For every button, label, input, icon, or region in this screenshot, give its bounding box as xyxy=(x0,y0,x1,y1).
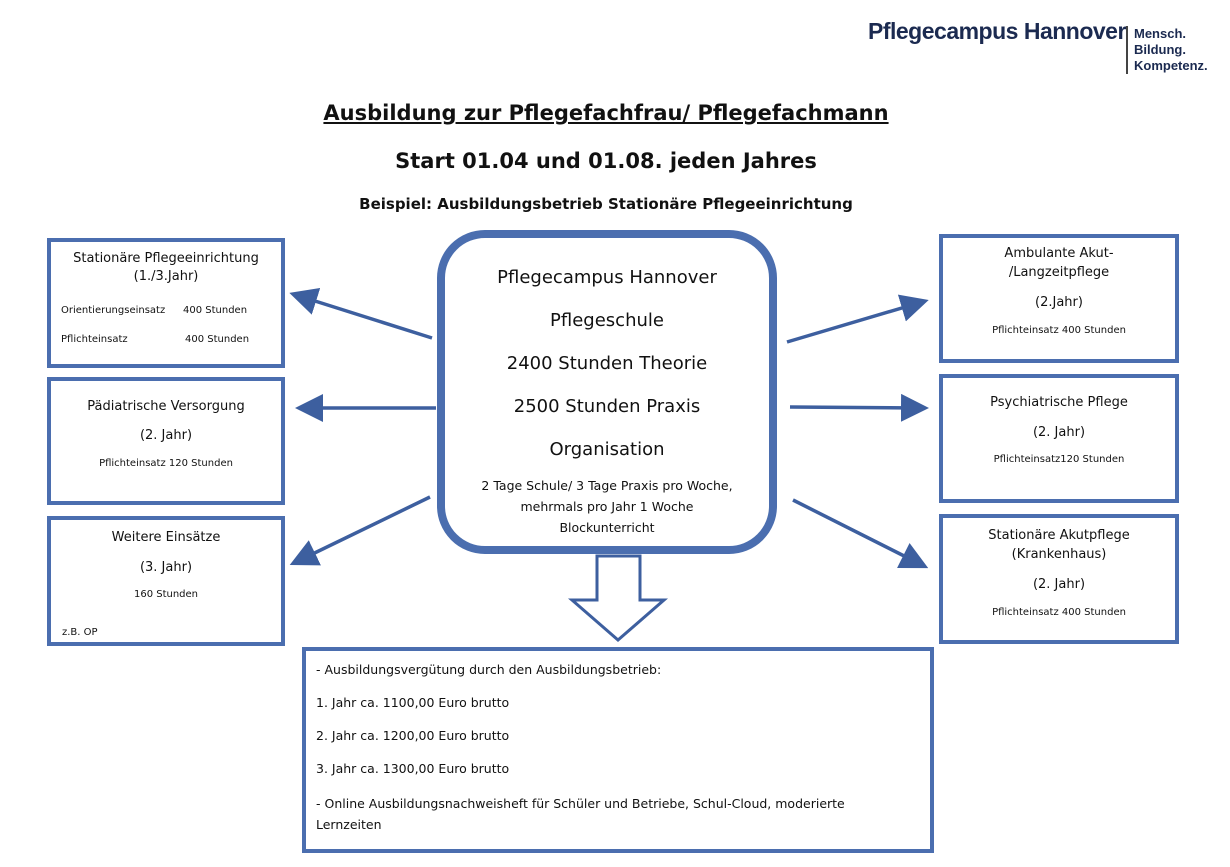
logo-tagline: Mensch. Bildung. Kompetenz. xyxy=(1126,26,1208,74)
box-title: Ambulante Akut- xyxy=(1004,246,1114,261)
box-title: Stationäre Akutpflege xyxy=(988,528,1130,543)
example-label: Beispiel: Ausbildungsbetrieb Stationäre … xyxy=(359,195,853,213)
box-title: Stationäre Pflegeeinrichtung xyxy=(73,251,259,266)
box-title: Weitere Einsätze xyxy=(111,530,221,545)
row-value: 400 Stunden xyxy=(185,334,250,345)
center-line: Organisation xyxy=(549,439,665,460)
box-year: (3. Jahr) xyxy=(139,560,193,575)
center-line: Pflegeschule xyxy=(550,310,664,331)
bottom-line: 1. Jahr ca. 1100,00 Euro brutto xyxy=(316,695,510,710)
box-year: (1./3.Jahr) xyxy=(133,269,199,284)
row-label: Orientierungseinsatz xyxy=(61,305,166,316)
box-year: (2. Jahr) xyxy=(139,428,193,443)
box-detail: Pflichteinsatz 400 Stunden xyxy=(992,607,1126,618)
center-line: 2400 Stunden Theorie xyxy=(506,353,708,374)
down-arrow xyxy=(567,554,669,642)
box-title: Psychiatrische Pflege xyxy=(990,395,1128,410)
box-year: (2. Jahr) xyxy=(1032,577,1086,592)
arrow-left-3 xyxy=(289,495,431,566)
box-detail: Pflichteinsatz 120 Stunden xyxy=(99,458,233,469)
box-detail: Pflichteinsatz 400 Stunden xyxy=(992,325,1126,336)
box-detail: Pflichteinsatz120 Stunden xyxy=(993,454,1125,465)
logo-name: Pflegecampus Hannover xyxy=(868,18,1126,44)
center-line: Pflegecampus Hannover xyxy=(497,267,717,288)
box-detail: 160 Stunden xyxy=(133,589,199,600)
row-value: 400 Stunden xyxy=(183,305,248,316)
box-year: (2. Jahr) xyxy=(1032,425,1086,440)
box-note: z.B. OP xyxy=(62,627,98,638)
bottom-line: - Ausbildungsvergütung durch den Ausbild… xyxy=(316,662,662,677)
box-verguetung: - Ausbildungsvergütung durch den Ausbild… xyxy=(302,647,934,853)
page-subtitle: Start 01.04 und 01.08. jeden Jahres xyxy=(395,149,817,173)
box-psychiatrische-pflege: Psychiatrische Pflege (2. Jahr) Pflichte… xyxy=(939,374,1179,503)
bottom-line: 3. Jahr ca. 1300,00 Euro brutto xyxy=(316,761,510,776)
box-ambulante-pflege: Ambulante Akut- /Langzeitpflege (2.Jahr)… xyxy=(939,234,1179,363)
row-label: Pflichteinsatz xyxy=(61,334,128,345)
box-title: Pädiatrische Versorgung xyxy=(87,399,245,414)
page-title: Ausbildung zur Pflegefachfrau/ Pflegefac… xyxy=(323,101,889,125)
bottom-line: 2. Jahr ca. 1200,00 Euro brutto xyxy=(316,728,510,743)
bottom-line: - Online Ausbildungsnachweisheft für Sch… xyxy=(316,796,845,832)
box-stationaere-akutpflege: Stationäre Akutpflege (Krankenhaus) (2. … xyxy=(939,514,1179,644)
arrow-right-1 xyxy=(786,294,929,344)
tagline-3: Kompetenz. xyxy=(1134,58,1208,73)
box-title: /Langzeitpflege xyxy=(1008,265,1110,280)
arrow-right-3 xyxy=(792,498,929,569)
box-title: (Krankenhaus) xyxy=(1011,547,1107,562)
box-stationaere-pflegeeinrichtung: Stationäre Pflegeeinrichtung (1./3.Jahr)… xyxy=(47,238,285,368)
arrow-right-2 xyxy=(789,393,929,422)
center-line: 2500 Stunden Praxis xyxy=(513,396,701,417)
center-note: 2 Tage Schule/ 3 Tage Praxis pro Woche, xyxy=(481,478,733,493)
tagline-2: Bildung. xyxy=(1134,42,1186,57)
arrow-left-1 xyxy=(289,287,433,340)
tagline-1: Mensch. xyxy=(1134,26,1187,41)
box-year: (2.Jahr) xyxy=(1035,295,1083,310)
center-school-box: Pflegecampus Hannover Pflegeschule 2400 … xyxy=(437,230,777,554)
box-weitere-einsaetze: Weitere Einsätze (3. Jahr) 160 Stunden z… xyxy=(47,516,285,646)
center-note: Blockunterricht xyxy=(559,520,655,535)
center-note: mehrmals pro Jahr 1 Woche xyxy=(520,499,694,514)
box-paediatrische-versorgung: Pädiatrische Versorgung (2. Jahr) Pflich… xyxy=(47,377,285,505)
